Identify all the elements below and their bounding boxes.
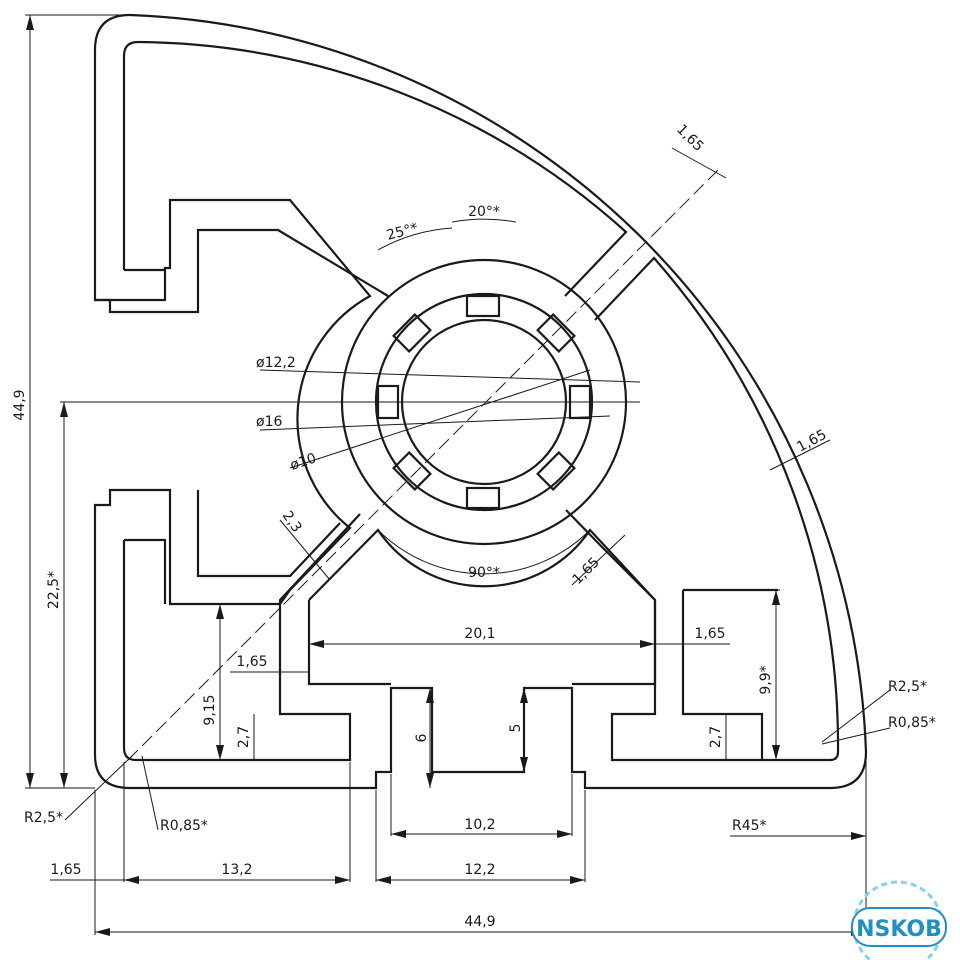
- dim-dia-10: ø10: [288, 450, 318, 473]
- dim-r2-5-right: R2,5*: [888, 679, 927, 695]
- centerline: [127, 167, 721, 761]
- dim-r0-85-right: R0,85*: [888, 715, 936, 731]
- dim-total-width: 44,9: [464, 914, 495, 930]
- dim-angle-20: 20°*: [468, 204, 500, 220]
- dim-slot-depth-6: 6: [414, 733, 430, 742]
- dimension-lines: [25, 14, 891, 935]
- dim-lip-right: 2,7: [708, 726, 724, 748]
- dim-wall-arc: 1,65: [794, 427, 829, 456]
- dim-slot-height: 9,9*: [758, 665, 774, 694]
- dim-dia-16: ø16: [256, 414, 282, 430]
- dim-wall-inner-left: 1,65: [236, 654, 267, 670]
- dim-lip-left: 2,7: [236, 726, 252, 748]
- dim-neck-10-2: 10,2: [464, 817, 495, 833]
- dim-wall-bottom-left: 1,65: [50, 862, 81, 878]
- profile-outer-outline: [93, 13, 868, 790]
- dim-left-13-2: 13,2: [221, 862, 252, 878]
- watermark-text: NSKOB: [856, 917, 942, 942]
- dimension-texts: 44,9 22,5* 44,9 1,65 13,2 12,2 10,2 20,1…: [12, 122, 936, 930]
- dim-half-height: 22,5*: [46, 571, 62, 609]
- dim-r45: R45*: [732, 818, 767, 834]
- watermark-logo: NSKOB: [851, 880, 947, 960]
- dim-total-height: 44,9: [12, 389, 28, 420]
- dim-web: 2,3: [279, 508, 305, 535]
- dim-slot-width: 20,1: [464, 626, 495, 642]
- dim-r2-5-left: R2,5*: [24, 810, 63, 826]
- dim-dia-12-2: ø12,2: [256, 355, 296, 371]
- keyways: [376, 294, 592, 510]
- dim-angle-90: 90°*: [468, 565, 500, 581]
- dim-wall-spoke: 1,65: [570, 554, 603, 587]
- dim-angle-25: 25°*: [385, 220, 420, 244]
- dim-wall-inner-right: 1,65: [694, 626, 725, 642]
- dim-wall-top: 1,65: [673, 122, 706, 155]
- dim-slot-depth-5: 5: [508, 724, 524, 733]
- dim-left-height: 9,15: [202, 694, 218, 725]
- dim-r0-85-left: R0,85*: [160, 818, 208, 834]
- dim-neck-12-2: 12,2: [464, 862, 495, 878]
